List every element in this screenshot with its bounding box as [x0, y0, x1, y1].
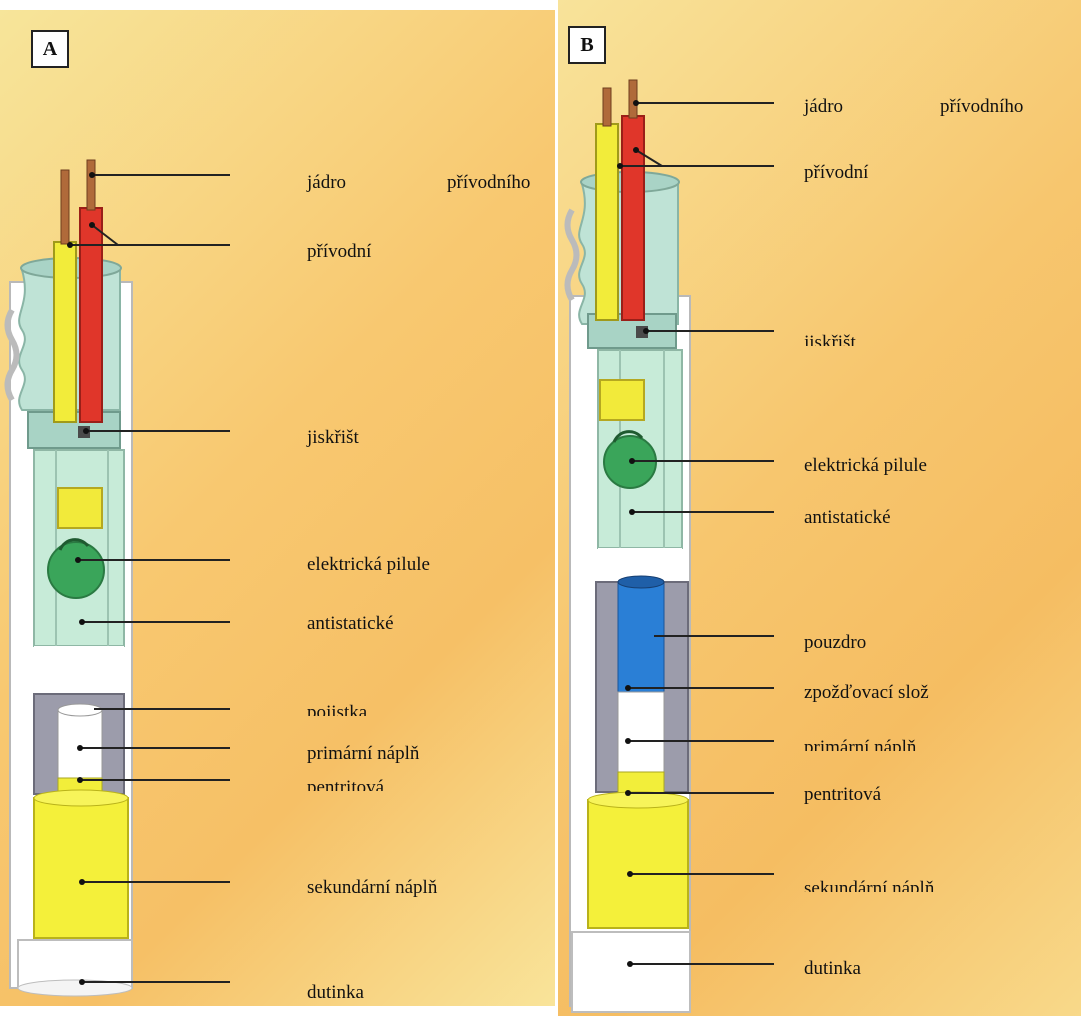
- primary-charge-a: [58, 710, 102, 778]
- panel-b: B jádro přívodního přívodní jiskřišt ele…: [558, 0, 1081, 1016]
- wire-yellow-b: [596, 124, 618, 320]
- wire-core-a-1: [61, 170, 69, 244]
- label-pill-b: elektrická pilule: [804, 455, 927, 477]
- wire-yellow-a: [54, 242, 76, 422]
- secondary-charge-a: [34, 798, 128, 938]
- label-primary-a: primární náplň: [307, 743, 419, 765]
- label-spark-gap-b: jiskřišt: [804, 332, 856, 346]
- label-leads-a: přívodní: [307, 241, 371, 263]
- label-petn-b: pentritová: [804, 784, 881, 806]
- label-secondary-a: sekundární náplň: [307, 877, 437, 899]
- panel-a-badge: A: [31, 30, 69, 68]
- wire-core-b-1: [603, 88, 611, 126]
- petn-charge-b: [618, 772, 664, 794]
- label-delay-b: zpožďovací slož: [804, 682, 929, 704]
- wire-core-b-2: [629, 80, 637, 118]
- label-core-a-2: přívodního: [447, 172, 530, 194]
- label-sleeve-b: pouzdro: [804, 632, 866, 654]
- label-leads-b: přívodní: [804, 162, 868, 184]
- wire-red-b: [622, 116, 644, 320]
- label-secondary-b: sekundární náplň: [804, 878, 934, 892]
- label-core-b-1: jádro: [804, 96, 843, 118]
- primary-charge-b: [618, 692, 664, 772]
- label-petn-a: pentritová: [307, 777, 384, 791]
- label-antistatic-b: antistatické: [804, 507, 891, 529]
- wire-core-a-2: [87, 160, 95, 210]
- label-core-a-1: jádro: [307, 172, 346, 194]
- label-primary-b: primární náplň: [804, 737, 916, 751]
- label-pill-a: elektrická pilule: [307, 554, 430, 576]
- label-shell-b: dutinka: [804, 958, 861, 977]
- panel-a: A jádro přívodního přívodní jiskřišt ele…: [0, 10, 555, 1006]
- label-spark-gap-a: jiskřišt: [307, 427, 359, 449]
- label-core-b-2: přívodního: [940, 96, 1023, 118]
- detonator-a-drawing: [0, 10, 555, 1006]
- pill-a: [48, 542, 104, 598]
- resistor-b: [600, 380, 644, 420]
- wire-red-a: [80, 208, 102, 422]
- label-antistatic-a: antistatické: [307, 613, 394, 635]
- label-shell-a: dutinka: [307, 982, 364, 1001]
- label-fuse-a: pojistka: [307, 702, 367, 716]
- resistor-a: [58, 488, 102, 528]
- secondary-charge-b: [588, 800, 688, 928]
- panel-b-badge: B: [568, 26, 606, 64]
